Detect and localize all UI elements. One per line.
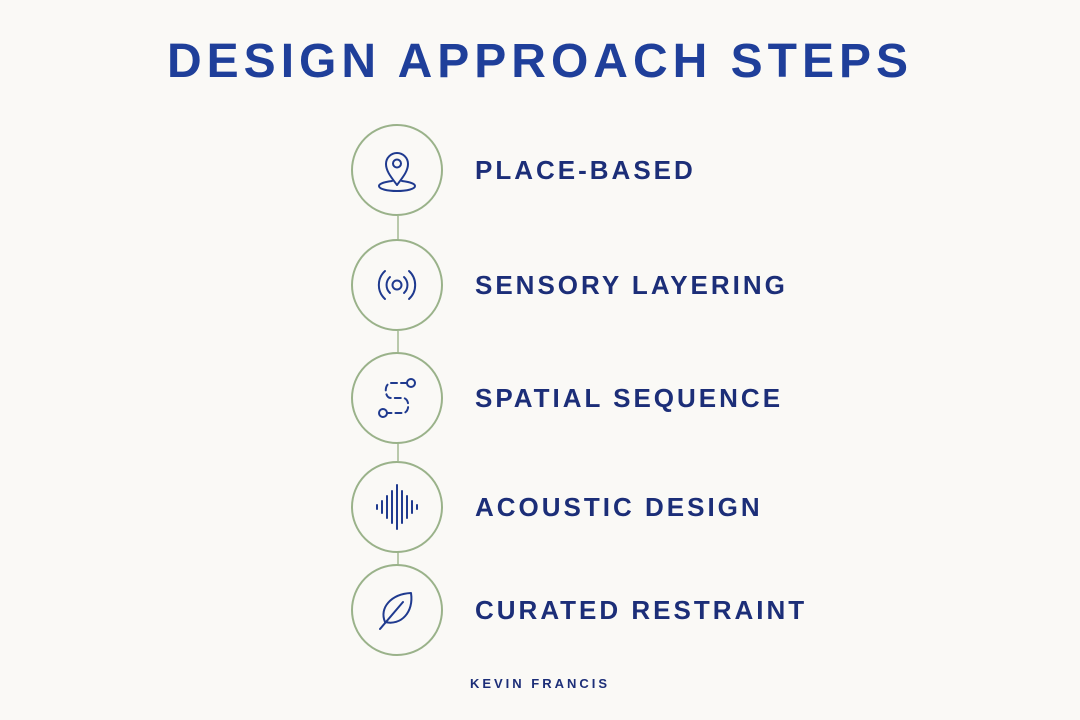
author-credit: KEVIN FRANCIS — [469, 676, 611, 691]
route-path-icon — [378, 378, 416, 418]
step-icon-circle — [351, 461, 443, 553]
sound-wave-icon — [376, 484, 418, 530]
step-icon-circle — [351, 352, 443, 444]
location-pin-icon — [378, 152, 416, 192]
step-icon-circle — [351, 564, 443, 656]
step-place-based: PLACE-BASED — [351, 124, 911, 216]
connector-line — [397, 443, 399, 461]
leaf-icon — [379, 592, 413, 630]
step-icon-circle — [351, 124, 443, 216]
step-curated-restraint: CURATED RESTRAINT — [351, 564, 911, 656]
step-label: CURATED RESTRAINT — [475, 595, 808, 625]
step-spatial-sequence: SPATIAL SEQUENCE — [351, 352, 911, 444]
step-label: SPATIAL SEQUENCE — [475, 383, 784, 413]
broadcast-waves-icon — [377, 270, 417, 300]
step-label: SENSORY LAYERING — [475, 270, 788, 300]
step-label: ACOUSTIC DESIGN — [475, 492, 763, 522]
connector-line — [397, 216, 399, 240]
step-acoustic-design: ACOUSTIC DESIGN — [351, 461, 911, 553]
step-sensory-layering: SENSORY LAYERING — [351, 239, 911, 331]
step-label: PLACE-BASED — [475, 155, 696, 185]
connector-line — [397, 331, 399, 353]
connector-line — [397, 550, 399, 566]
page-title: DESIGN APPROACH STEPS — [167, 35, 913, 88]
step-icon-circle — [351, 239, 443, 331]
